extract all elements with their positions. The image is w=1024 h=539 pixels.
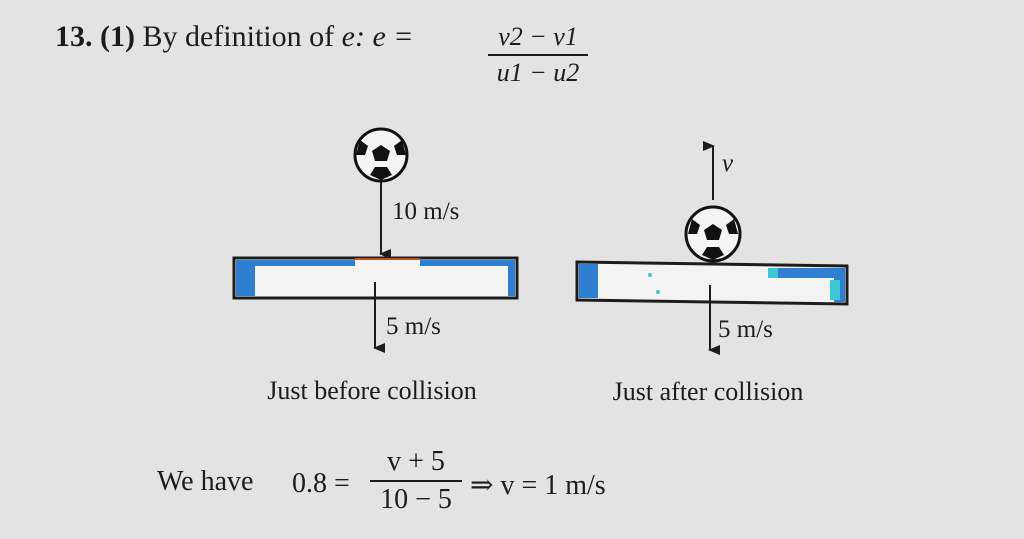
result-lhs: 0.8 = [292, 468, 350, 499]
caption-before: Just before collision [267, 376, 477, 405]
ball-speed-before: 10 m/s [392, 198, 460, 225]
heading-lhs: e = [372, 20, 414, 53]
ball-speed-after: v [722, 150, 734, 177]
result-prefix: We have [157, 466, 254, 497]
result-conclusion: ⇒ v = 1 m/s [470, 470, 606, 501]
fraction-denominator: u1 − u2 [496, 58, 580, 87]
plank-speed-before: 5 m/s [386, 313, 441, 340]
question-heading: 13. (1) By definition of e: e = [55, 20, 414, 54]
ball-after [684, 205, 742, 263]
heading-text: By definition of [142, 20, 335, 53]
caption-after: Just after collision [612, 377, 804, 406]
fraction-numerator: v2 − v1 [498, 22, 578, 51]
result-numerator: v + 5 [387, 446, 445, 477]
plank-speed-after: 5 m/s [718, 316, 773, 343]
result-denominator: 10 − 5 [380, 484, 452, 515]
restitution-fraction: v2 − v1 u1 − u2 [488, 22, 588, 88]
ball-before [353, 127, 409, 183]
plank-after [575, 260, 849, 306]
heading-symbol: e: [341, 20, 365, 53]
question-number: 13. [55, 20, 93, 53]
answer-option: (1) [100, 20, 135, 53]
result-fraction: v + 5 10 − 5 [370, 446, 462, 516]
